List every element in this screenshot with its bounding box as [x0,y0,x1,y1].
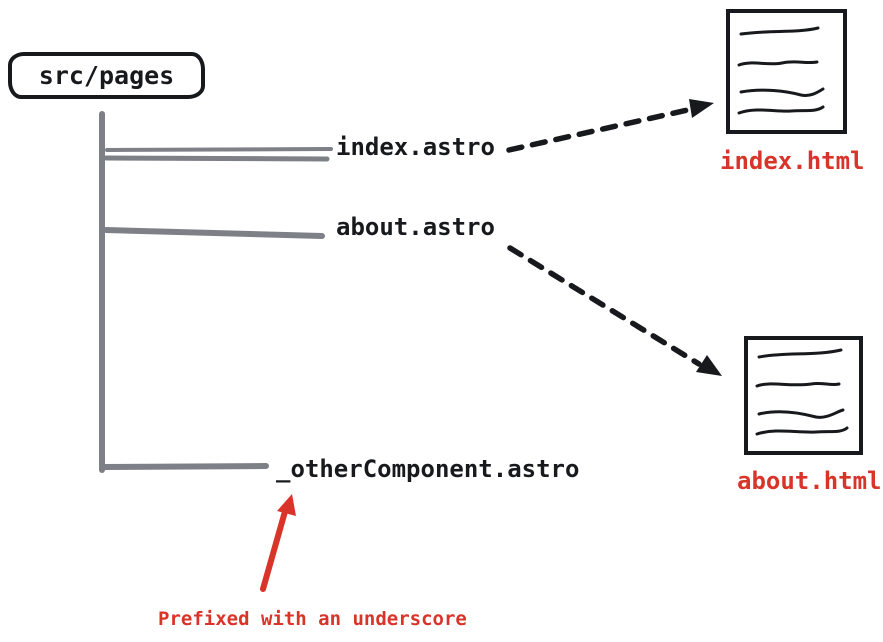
page-icon-frame [744,336,863,455]
folder-tree-lines [99,111,333,473]
root-folder-box: src/pages [8,52,205,99]
page-icon-text-line [737,60,819,67]
annotation-arrow [260,494,296,592]
dashed-arrow-about-head [696,355,722,376]
tree-branch-other [101,463,269,470]
tree-branch-about [103,227,325,239]
file-label-about-astro: about.astro [336,213,495,241]
page-icon-text-line [757,408,845,419]
file-label-other-component-astro: _otherComponent.astro [276,455,580,483]
index-html-page-icon [726,9,847,134]
output-label-index-html: index.html [720,147,865,175]
underscore-annotation-text: Prefixed with an underscore [158,608,467,630]
page-icon-text-line [737,105,825,115]
annotation-arrow-shaft [260,505,289,592]
tree-branch-index-upper [105,147,333,152]
dashed-arrow-about [507,245,722,376]
page-icon-text-line [755,426,849,436]
page-icon-text-line [755,381,841,388]
dashed-arrow-index-shaft [506,106,695,153]
page-icon-text-line [739,26,820,36]
tree-branch-index-lower [103,155,330,162]
page-icon-text-line [757,348,843,359]
page-icon-frame [726,9,847,134]
root-folder-label: src/pages [38,61,175,90]
annotation-arrow-head [277,494,296,516]
dashed-arrow-index [506,99,714,153]
output-label-about-html: about.html [737,467,882,495]
page-icon-text-line [739,87,825,97]
file-label-index-astro: index.astro [336,133,495,161]
about-html-page-icon [744,336,863,455]
dashed-arrow-about-shaft [507,245,702,367]
dashed-arrow-index-head [689,99,714,118]
